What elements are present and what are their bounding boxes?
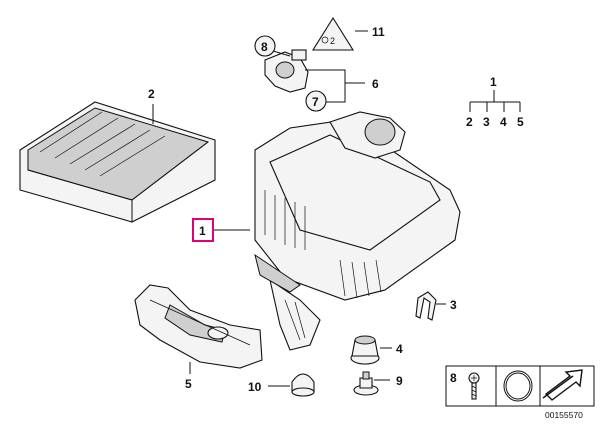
screw-icon	[468, 372, 480, 400]
rubber-mount[interactable]	[350, 335, 380, 365]
o-ring-icon	[503, 370, 533, 402]
callout-4[interactable]: 4	[396, 342, 403, 356]
legend-root: 1	[490, 75, 497, 89]
air-filter-element[interactable]	[19, 101, 216, 223]
legend-child-5: 5	[517, 115, 524, 129]
kit-box: 8	[445, 365, 595, 407]
air-cleaner-housing[interactable]	[254, 111, 461, 351]
warning-label-text: 2	[330, 36, 335, 46]
callout-10[interactable]: 10	[248, 380, 262, 394]
legend-tree: 1 2 3 4 5	[466, 75, 524, 129]
mass-air-flow-sensor[interactable]	[264, 49, 309, 93]
intake-duct[interactable]	[134, 284, 263, 369]
callout-7-circle	[305, 90, 327, 112]
callout-8-circle	[254, 35, 276, 57]
leader-line-8	[272, 50, 291, 57]
callout-3[interactable]: 3	[450, 298, 457, 312]
callout-5[interactable]: 5	[185, 377, 192, 391]
legend-child-2: 2	[466, 115, 473, 129]
bracket-6	[305, 69, 346, 103]
kit-box-callout-8: 8	[450, 371, 457, 385]
callout-11[interactable]: 11	[372, 25, 385, 39]
diagram-id: 00155570	[545, 410, 583, 420]
callout-8[interactable]: 8	[261, 40, 268, 54]
legend-child-4: 4	[500, 115, 507, 129]
callout-1[interactable]: 1	[199, 224, 206, 238]
callout-1-highlight	[192, 218, 214, 242]
warning-label[interactable]: 2	[312, 16, 354, 51]
rubber-cap[interactable]	[291, 373, 315, 397]
callout-7[interactable]: 7	[312, 95, 319, 109]
callout-9[interactable]: 9	[396, 374, 403, 388]
callout-6[interactable]: 6	[372, 77, 379, 91]
callout-2[interactable]: 2	[148, 87, 155, 101]
legend-child-3: 3	[483, 115, 490, 129]
arrow-icon[interactable]	[542, 369, 583, 401]
retaining-clip[interactable]	[415, 291, 437, 321]
grommet[interactable]	[353, 371, 379, 396]
